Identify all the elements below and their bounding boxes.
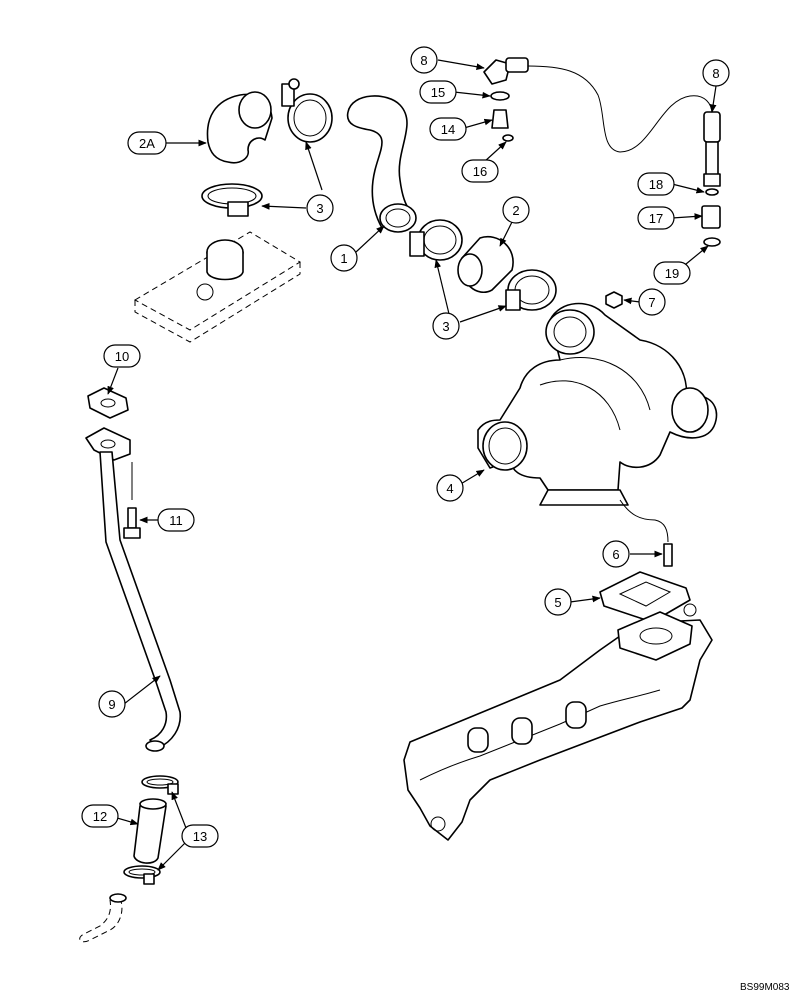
hose-clamp-upper xyxy=(281,78,333,143)
callout-label: 4 xyxy=(446,481,453,496)
callout-17: 17 xyxy=(637,206,675,230)
callout-label: 2A xyxy=(139,136,155,151)
callout-16: 16 xyxy=(461,159,499,183)
engine-block-outline xyxy=(133,231,301,343)
callout-label: 13 xyxy=(193,829,207,844)
drawing-code: BS99M083 xyxy=(740,982,790,993)
callout-4: 4 xyxy=(436,474,464,502)
callout-label: 3 xyxy=(442,319,449,334)
callout-label: 8 xyxy=(712,66,719,81)
callout-label: 2 xyxy=(512,203,519,218)
oil-fitting-top xyxy=(483,57,529,142)
callout-8-right: 8 xyxy=(702,59,730,87)
callout-7: 7 xyxy=(638,288,666,316)
callout-label: 8 xyxy=(420,53,427,68)
callout-label: 9 xyxy=(108,697,115,712)
callout-3-lower: 3 xyxy=(432,312,460,340)
callout-15: 15 xyxy=(419,80,457,104)
callout-label: 6 xyxy=(612,547,619,562)
callout-label: 11 xyxy=(169,513,183,528)
callout-6: 6 xyxy=(602,540,630,568)
callout-8-left: 8 xyxy=(410,46,438,74)
callout-label: 19 xyxy=(665,266,679,281)
lower-pipe-end xyxy=(109,893,127,903)
hose-clamp-13-lower xyxy=(123,865,161,885)
callout-label: 18 xyxy=(649,177,663,192)
callout-label: 3 xyxy=(316,201,323,216)
callout-label: 15 xyxy=(431,85,445,100)
callout-label: 12 xyxy=(93,809,107,824)
callout-3-upper: 3 xyxy=(306,194,334,222)
callout-9: 9 xyxy=(98,690,126,718)
exhaust-manifold xyxy=(403,603,713,841)
callout-11: 11 xyxy=(157,508,195,532)
callout-label: 16 xyxy=(473,164,487,179)
leader-lines xyxy=(107,59,717,871)
hose-12 xyxy=(133,798,167,864)
callout-2a: 2A xyxy=(127,131,167,155)
elbow-hose-2a xyxy=(206,91,273,164)
hose-clamp-mid-right xyxy=(505,269,557,311)
callout-5: 5 xyxy=(544,588,572,616)
callout-1: 1 xyxy=(330,244,358,272)
callout-2: 2 xyxy=(502,196,530,224)
callout-label: 14 xyxy=(441,122,455,137)
callout-label: 5 xyxy=(554,595,561,610)
callout-19: 19 xyxy=(653,261,691,285)
gasket-5 xyxy=(599,571,691,623)
callout-13: 13 xyxy=(181,824,219,848)
oil-fitting-right xyxy=(701,111,721,247)
hose-clamp-13-upper xyxy=(141,775,179,795)
callout-14: 14 xyxy=(429,117,467,141)
callout-18: 18 xyxy=(637,172,675,196)
hose-clamp-lower xyxy=(201,183,263,217)
callout-label: 1 xyxy=(340,251,347,266)
straight-hose-2 xyxy=(457,235,514,293)
callout-12: 12 xyxy=(81,804,119,828)
oil-pipe-9 xyxy=(85,427,182,752)
turbo-drain-line xyxy=(619,499,669,543)
stud-6 xyxy=(663,543,673,567)
callout-label: 7 xyxy=(648,295,655,310)
turbocharger-4 xyxy=(477,302,718,506)
callout-label: 10 xyxy=(115,349,129,364)
nut-7 xyxy=(605,291,623,309)
lower-pipe-dashed xyxy=(79,897,123,943)
hose-clamp-mid-left xyxy=(409,219,463,261)
gasket-10 xyxy=(87,387,129,419)
callout-label: 17 xyxy=(649,211,663,226)
oil-line-8 xyxy=(527,65,713,153)
curved-hose-1 xyxy=(346,95,417,233)
callout-10: 10 xyxy=(103,344,141,368)
bolt-11 xyxy=(123,507,141,539)
